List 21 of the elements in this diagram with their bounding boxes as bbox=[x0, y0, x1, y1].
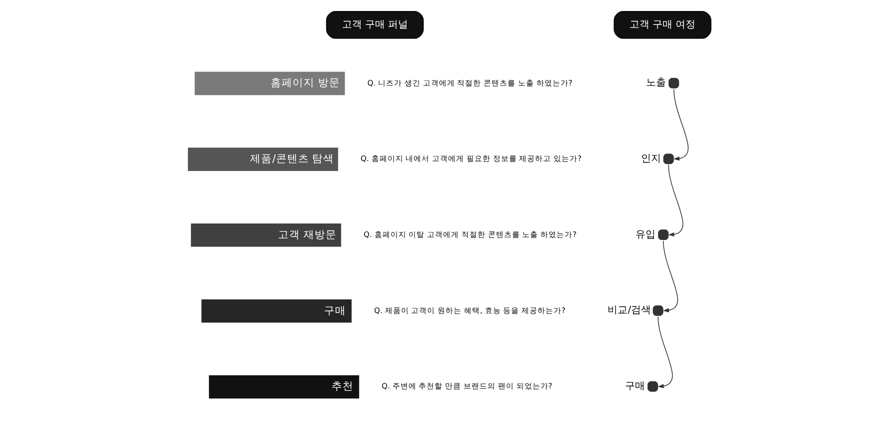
node-label: Q. 홈페이지 내에서 고객에게 필요한 정보를 제공하고 있는가? bbox=[360, 154, 582, 164]
arrow bbox=[658, 316, 673, 388]
node-box: 고객 구매 여정 bbox=[614, 10, 712, 39]
node-label: Q. 니즈가 생긴 고객에게 적절한 콘텐츠를 노출 하였는가? bbox=[367, 78, 572, 88]
node-label: 인지 bbox=[640, 153, 661, 164]
node-box: 추천 bbox=[208, 375, 360, 398]
arrow bbox=[673, 88, 688, 161]
node-box: 고객 재방문 bbox=[190, 224, 342, 247]
node-box: 제품/콘텐츠 탐색 bbox=[188, 148, 338, 171]
arrow bbox=[668, 164, 684, 237]
node-label: 유입 bbox=[636, 229, 656, 240]
node-box: 홈페이지 방문 bbox=[194, 72, 345, 96]
node-label: 노출 bbox=[646, 78, 666, 89]
node-label: Q. 주변에 추천할 만큼 브랜드의 팬이 되었는가? bbox=[382, 382, 552, 391]
node-box: 구매 bbox=[201, 299, 352, 323]
node-label: 비교/검색 bbox=[608, 305, 652, 316]
node-label: Q. 홈페이지 이탈 고객에게 적절한 콘텐츠를 노출 하였는가? bbox=[364, 230, 577, 240]
node-box: 고객 구매 퍼널 bbox=[326, 10, 424, 39]
node-label: Q. 제품이 고객이 원하는 혜택, 효능 등을 제공하는가? bbox=[374, 306, 566, 315]
node-label: 구매 bbox=[625, 381, 646, 392]
arrow bbox=[662, 240, 678, 312]
